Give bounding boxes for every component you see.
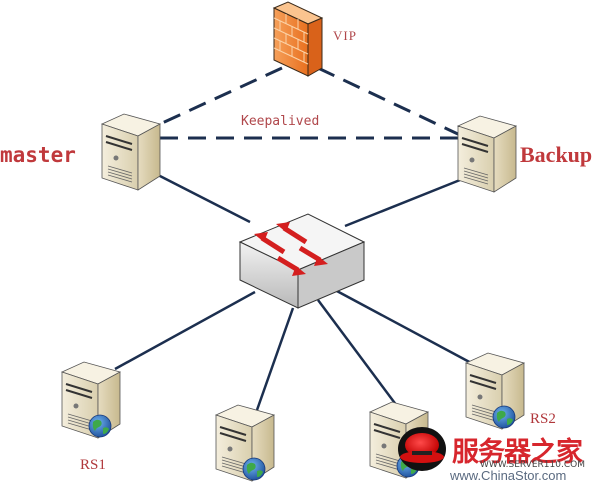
backup-server-icon[interactable] xyxy=(456,115,518,193)
globe-icon xyxy=(88,414,112,438)
globe-icon xyxy=(492,405,516,429)
watermark-chinese: 服务器之家 xyxy=(452,437,583,468)
switch-icon[interactable] xyxy=(238,213,366,309)
solid-links xyxy=(114,173,476,411)
rs2-server-icon[interactable] xyxy=(464,352,526,430)
link-switch-rs2 xyxy=(334,288,476,367)
master-server-icon[interactable] xyxy=(100,113,162,191)
redhat-logo-icon xyxy=(398,427,446,471)
link-vip-master xyxy=(159,66,283,126)
link-switch-rs1 xyxy=(114,290,256,371)
rs-mid-left-server-icon[interactable] xyxy=(214,404,276,482)
rs2-label: RS2 xyxy=(530,411,556,427)
link-vip-backup xyxy=(317,66,461,137)
watermark-url-2: www.ChinaStor.com xyxy=(450,468,567,483)
backup-label: Backup xyxy=(520,142,593,167)
vip-label: VIP xyxy=(333,28,357,43)
rs1-server-icon[interactable] xyxy=(60,361,122,439)
firewall-icon xyxy=(272,1,324,77)
watermark-url-1: WWW.SERVER110.COM xyxy=(480,460,585,470)
link-master-switch xyxy=(157,173,251,224)
globe-icon xyxy=(242,457,266,481)
master-label: master xyxy=(0,143,76,167)
dashed-links xyxy=(159,66,461,140)
link-switch-rs-mid-left xyxy=(255,307,295,411)
link-switch-rs-mid-right xyxy=(316,299,399,407)
keepalived-label: Keepalived xyxy=(241,114,320,129)
switch-arrows-icon xyxy=(254,222,328,276)
rs1-label: RS1 xyxy=(80,457,106,473)
link-backup-switch xyxy=(344,178,461,228)
